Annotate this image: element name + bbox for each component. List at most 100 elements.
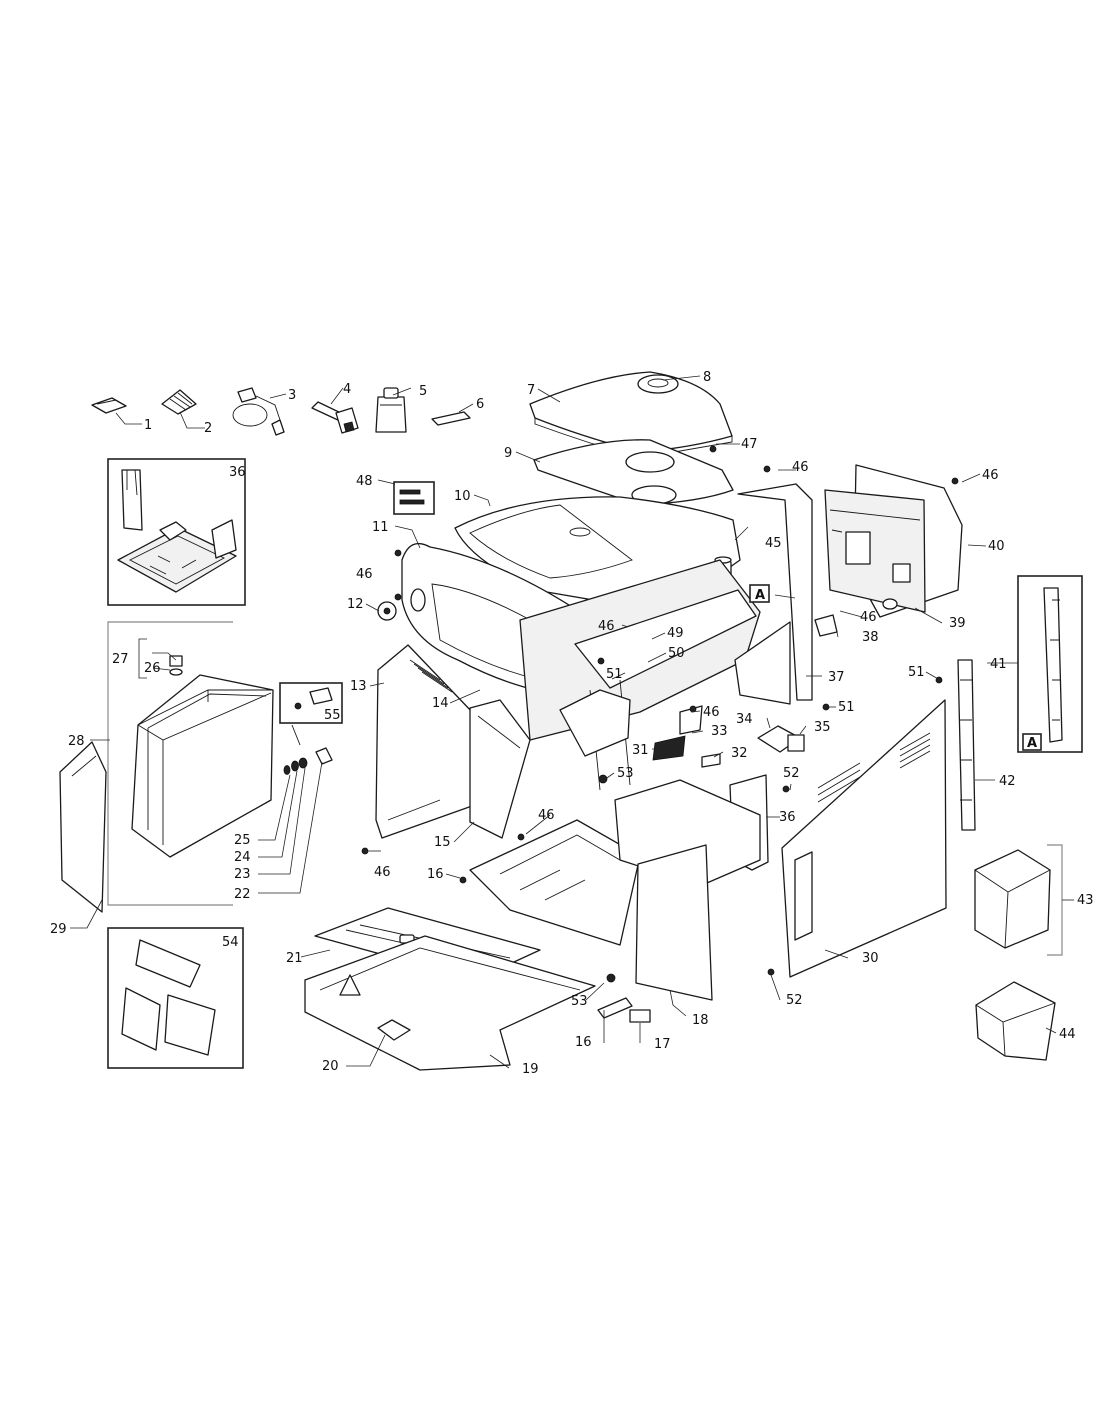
callout-28: 28 [68, 734, 85, 749]
part-12-knob [377, 601, 397, 621]
part-39-pcb [824, 489, 926, 613]
callout-20: 20 [322, 1059, 339, 1074]
central-frame [519, 559, 761, 791]
part-9-tray [533, 439, 734, 506]
callout-46e: 46 [598, 619, 615, 634]
callout-47: 47 [741, 437, 758, 452]
part-16-17-bottom [597, 997, 651, 1023]
callout-50: 50 [668, 646, 685, 661]
part-27-26-float [138, 638, 183, 679]
callout-46h: 46 [374, 865, 391, 880]
part-20-float [377, 1019, 411, 1041]
part-base [469, 819, 641, 946]
bracket-28 [107, 621, 233, 906]
part-19-drip-tray [304, 935, 596, 1071]
callout-26: 26 [144, 661, 161, 676]
callout-10: 10 [454, 489, 471, 504]
callout-15: 15 [434, 835, 451, 850]
callout-32: 32 [731, 746, 748, 761]
callout-37: 37 [828, 670, 845, 685]
callout-29: 29 [50, 922, 67, 937]
callout-38: 38 [862, 630, 879, 645]
part-34-35-valve [757, 725, 805, 753]
part-31-33-board [652, 705, 721, 768]
callout-36a: 36 [229, 465, 246, 480]
callout-8: 8 [703, 370, 711, 385]
callout-21: 21 [286, 951, 303, 966]
callout-17: 17 [654, 1037, 671, 1052]
part-18-door [635, 844, 713, 1001]
callout-9: 9 [504, 446, 512, 461]
callout-43: 43 [1077, 893, 1094, 908]
callout-52b: 52 [786, 993, 803, 1008]
callout-19: 19 [522, 1062, 539, 1077]
callout-53b: 53 [571, 994, 588, 1009]
part-55-inset [279, 682, 343, 746]
callout-42: 42 [999, 774, 1016, 789]
part-42-rail [957, 659, 976, 831]
callout-53a: 53 [617, 766, 634, 781]
callout-34: 34 [736, 712, 753, 727]
callout-35: 35 [814, 720, 831, 735]
callout-16b: 16 [575, 1035, 592, 1050]
inset-box-36 [107, 458, 246, 606]
part-22-25-valve [283, 747, 333, 775]
part-6-strip [431, 411, 471, 426]
callout-3: 3 [288, 388, 296, 403]
callout-39: 39 [949, 616, 966, 631]
callout-1: 1 [144, 418, 152, 433]
callout-16a: 16 [427, 867, 444, 882]
leader-lines [70, 375, 1074, 1069]
callout-46g: 46 [538, 808, 555, 823]
inset-box-54 [107, 927, 244, 1069]
callout-46a: 46 [356, 567, 373, 582]
callout-48: 48 [356, 474, 373, 489]
callout-52a: 52 [783, 766, 800, 781]
part-43-packaging-foam [974, 844, 1063, 956]
callout-31: 31 [632, 743, 649, 758]
callout-5: 5 [419, 384, 427, 399]
callout-36b: 36 [779, 810, 796, 825]
callout-30: 30 [862, 951, 879, 966]
part-4-milk-tube [311, 401, 359, 434]
part-13-side-panel-left [375, 644, 475, 839]
callout-labels: 1 2 3 4 5 6 7 8 9 10 11 12 13 14 15 16 1… [50, 370, 1094, 1077]
callout-27: 27 [112, 652, 129, 667]
callout-51a: 51 [606, 667, 623, 682]
part-44-box [975, 981, 1056, 1061]
callout-18: 18 [692, 1013, 709, 1028]
callout-13: 13 [350, 679, 367, 694]
callout-54: 54 [222, 935, 239, 950]
part-grounds-container [614, 779, 761, 887]
callout-23: 23 [234, 867, 251, 882]
callout-7: 7 [527, 383, 535, 398]
part-37-right-cover-rear [734, 483, 813, 705]
callout-6: 6 [476, 397, 484, 412]
callout-46d: 46 [860, 610, 877, 625]
part-29-tank-cover [59, 741, 107, 913]
part-water-tank [131, 674, 274, 858]
callout-12: 12 [347, 597, 364, 612]
callout-25: 25 [234, 833, 251, 848]
detail-marker-a-top: A [755, 588, 765, 603]
callout-46b: 46 [792, 460, 809, 475]
callout-22: 22 [234, 887, 251, 902]
callout-40: 40 [988, 539, 1005, 554]
part-5-descaler-bottle [375, 387, 407, 433]
callout-49: 49 [667, 626, 684, 641]
detail-marker-a-frame [749, 584, 796, 603]
detail-marker-a-box41: A [1027, 736, 1037, 751]
callout-45: 45 [765, 536, 782, 551]
part-1-brush [91, 397, 127, 414]
part-48-label-plate [393, 481, 435, 515]
callout-41: 41 [990, 657, 1007, 672]
callout-33: 33 [711, 724, 728, 739]
callout-4: 4 [343, 382, 351, 397]
part-38-sensor [814, 614, 838, 637]
part-3-power-cord [232, 387, 285, 436]
callout-46f: 46 [703, 705, 720, 720]
callout-44: 44 [1059, 1027, 1076, 1042]
callout-11: 11 [372, 520, 389, 535]
callout-46c: 46 [982, 468, 999, 483]
